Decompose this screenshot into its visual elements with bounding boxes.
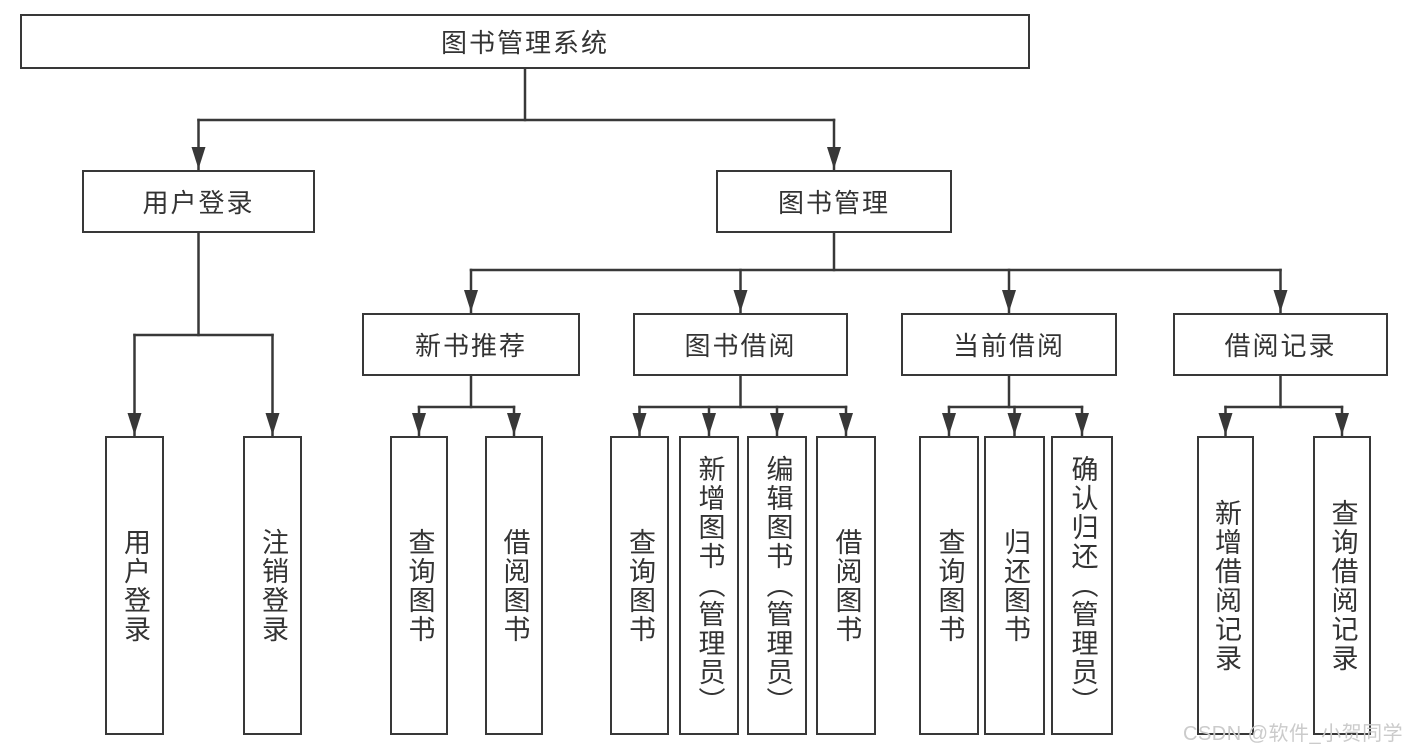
leaf-edit-books-admin: 编辑图书（管理员） [747,436,807,735]
node-label: 新增借阅记录 [1211,498,1241,673]
node-label: 确认归还（管理员） [1067,455,1098,716]
node-label: 查询图书 [934,527,965,644]
node-label: 图书管理 [777,188,890,218]
leaf-query-books-current: 查询图书 [919,436,979,735]
node-label: 用户登录 [120,527,150,644]
leaf-add-borrow-record: 新增借阅记录 [1197,436,1254,735]
node-label: 查询图书 [625,527,655,644]
node-label: 图书管理系统 [440,28,609,58]
leaf-return-books: 归还图书 [984,436,1045,735]
node-label: 用户登录 [142,188,255,218]
node-label: 图书借阅 [684,331,797,361]
leaf-confirm-return-admin: 确认归还（管理员） [1051,436,1113,735]
node-user-login: 用户登录 [82,170,315,233]
node-label: 归还图书 [1000,527,1030,644]
node-label: 借阅记录 [1224,331,1337,361]
node-label: 新书推荐 [414,331,527,361]
node-label: 查询图书 [404,527,435,644]
leaf-query-borrow-record: 查询借阅记录 [1313,436,1371,735]
leaf-borrow-books-borrowing: 借阅图书 [816,436,876,735]
node-label: 编辑图书（管理员） [762,455,793,716]
node-label: 新增图书（管理员） [694,455,725,716]
node-borrowing-records: 借阅记录 [1173,313,1388,376]
csdn-watermark: CSDN @软件_小贺同学 [1183,723,1404,745]
node-current-borrowing: 当前借阅 [901,313,1117,376]
leaf-query-books-borrowing: 查询图书 [610,436,669,735]
leaf-logout-login: 注销登录 [243,436,302,735]
node-book-management: 图书管理 [716,170,952,233]
node-library-management-system: 图书管理系统 [20,14,1030,69]
leaf-add-books-admin: 新增图书（管理员） [679,436,739,735]
node-label: 查询借阅记录 [1327,498,1358,673]
node-book-borrowing: 图书借阅 [633,313,848,376]
node-label: 借阅图书 [831,527,862,644]
node-new-book-recommendation: 新书推荐 [362,313,580,376]
leaf-user-login: 用户登录 [105,436,164,735]
node-label: 当前借阅 [952,331,1065,361]
node-label: 注销登录 [258,527,288,644]
leaf-query-books-recommend: 查询图书 [390,436,448,735]
leaf-borrow-books-recommend: 借阅图书 [485,436,543,735]
node-label: 借阅图书 [499,527,530,644]
